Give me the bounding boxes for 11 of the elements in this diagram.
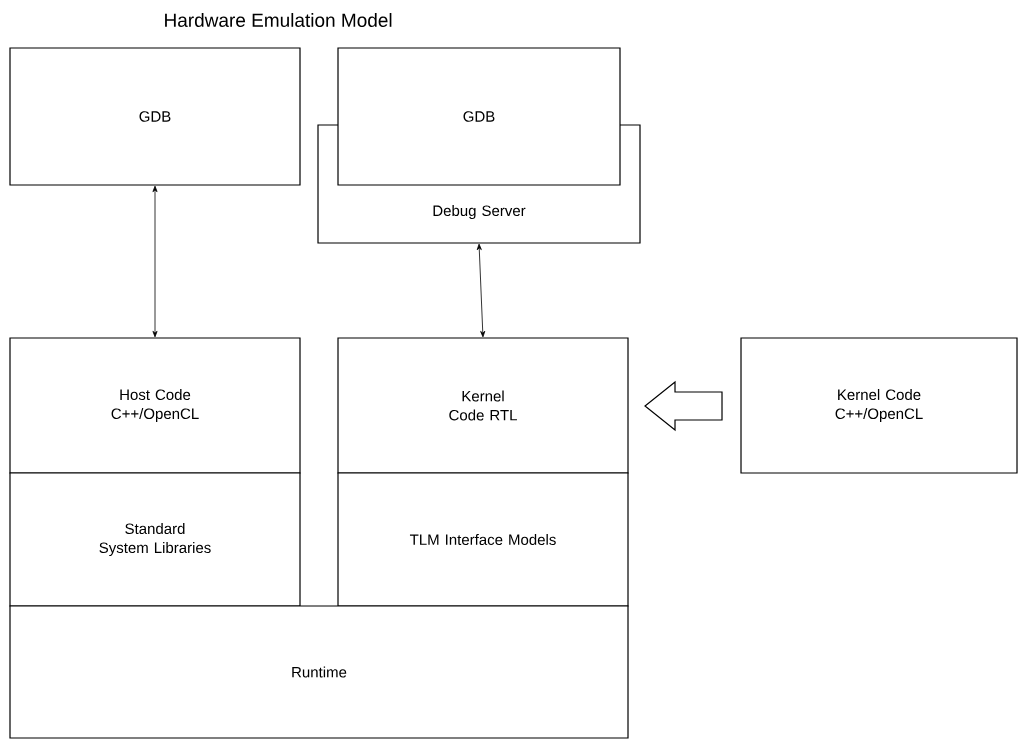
box: TLM Interface Models bbox=[337, 472, 629, 607]
arrow bbox=[476, 243, 486, 338]
box: Standard System Libraries bbox=[9, 472, 301, 607]
title: Hardware Emulation Model bbox=[165, 13, 392, 27]
box: GDB bbox=[9, 47, 301, 186]
arrow bbox=[152, 185, 158, 338]
box: GDB bbox=[337, 47, 621, 186]
box: Host Code C++/OpenCL bbox=[9, 337, 301, 474]
block-arrow bbox=[644, 380, 723, 432]
box: Kernel Code RTL bbox=[337, 337, 629, 474]
box: Kernel Code C++/OpenCL bbox=[740, 337, 1018, 474]
